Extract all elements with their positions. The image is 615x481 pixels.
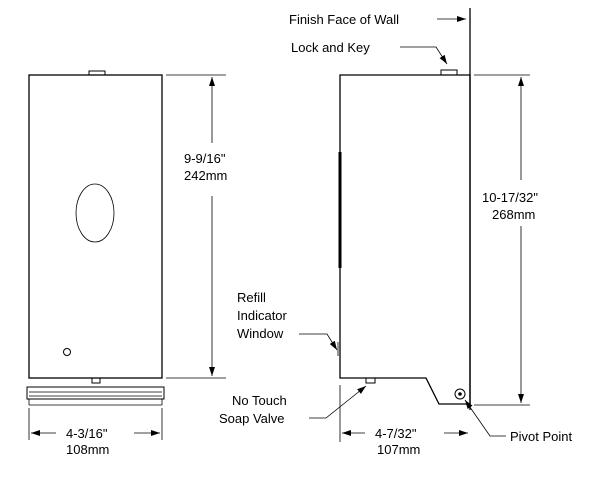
side-depth-dimension: 4-7/32" 107mm	[339, 385, 468, 457]
soap-valve-callout: No Touch Soap Valve	[219, 385, 367, 426]
front-housing	[28, 74, 163, 379]
lock-key-label: Lock and Key	[291, 40, 370, 55]
front-height-metric: 242mm	[184, 168, 227, 183]
front-valve-tab	[91, 377, 101, 384]
front-height-imperial: 9-9/16"	[184, 151, 226, 166]
front-status-light	[63, 348, 71, 356]
side-view: Finish Face of Wall Lock and Key 10-17/3…	[219, 8, 573, 457]
side-height-metric: 268mm	[492, 207, 535, 222]
side-depth-imperial: 4-7/32"	[375, 426, 417, 441]
refill-indicator-callout: Refill Indicator Window	[237, 290, 338, 351]
side-lock-tab	[440, 69, 458, 76]
side-depth-metric: 107mm	[377, 442, 420, 457]
refill-label-line-2: Indicator	[237, 308, 288, 323]
front-refill-window	[75, 183, 115, 243]
pivot-point-callout: Pivot Point	[464, 399, 573, 444]
side-height-imperial: 10-17/32"	[482, 190, 538, 205]
front-height-dimension: 9-9/16" 242mm	[166, 74, 227, 379]
pivot-point-symbol	[454, 388, 466, 400]
front-width-imperial: 4-3/16"	[66, 426, 108, 441]
side-valve-tab	[365, 377, 376, 384]
front-view: 9-9/16" 242mm 4-3/16" 108mm	[26, 70, 227, 457]
side-housing	[339, 74, 471, 405]
front-width-metric: 108mm	[66, 442, 109, 457]
valve-label-line-1: No Touch	[232, 393, 287, 408]
front-bottom-plate	[26, 386, 165, 406]
refill-label-line-1: Refill	[237, 290, 266, 305]
pivot-point-label: Pivot Point	[510, 429, 573, 444]
refill-label-line-3: Window	[237, 326, 284, 341]
side-height-dimension: 10-17/32" 268mm	[474, 74, 538, 406]
finish-face-label: Finish Face of Wall	[289, 12, 399, 27]
valve-label-line-2: Soap Valve	[219, 411, 285, 426]
front-width-dimension: 4-3/16" 108mm	[28, 408, 163, 457]
